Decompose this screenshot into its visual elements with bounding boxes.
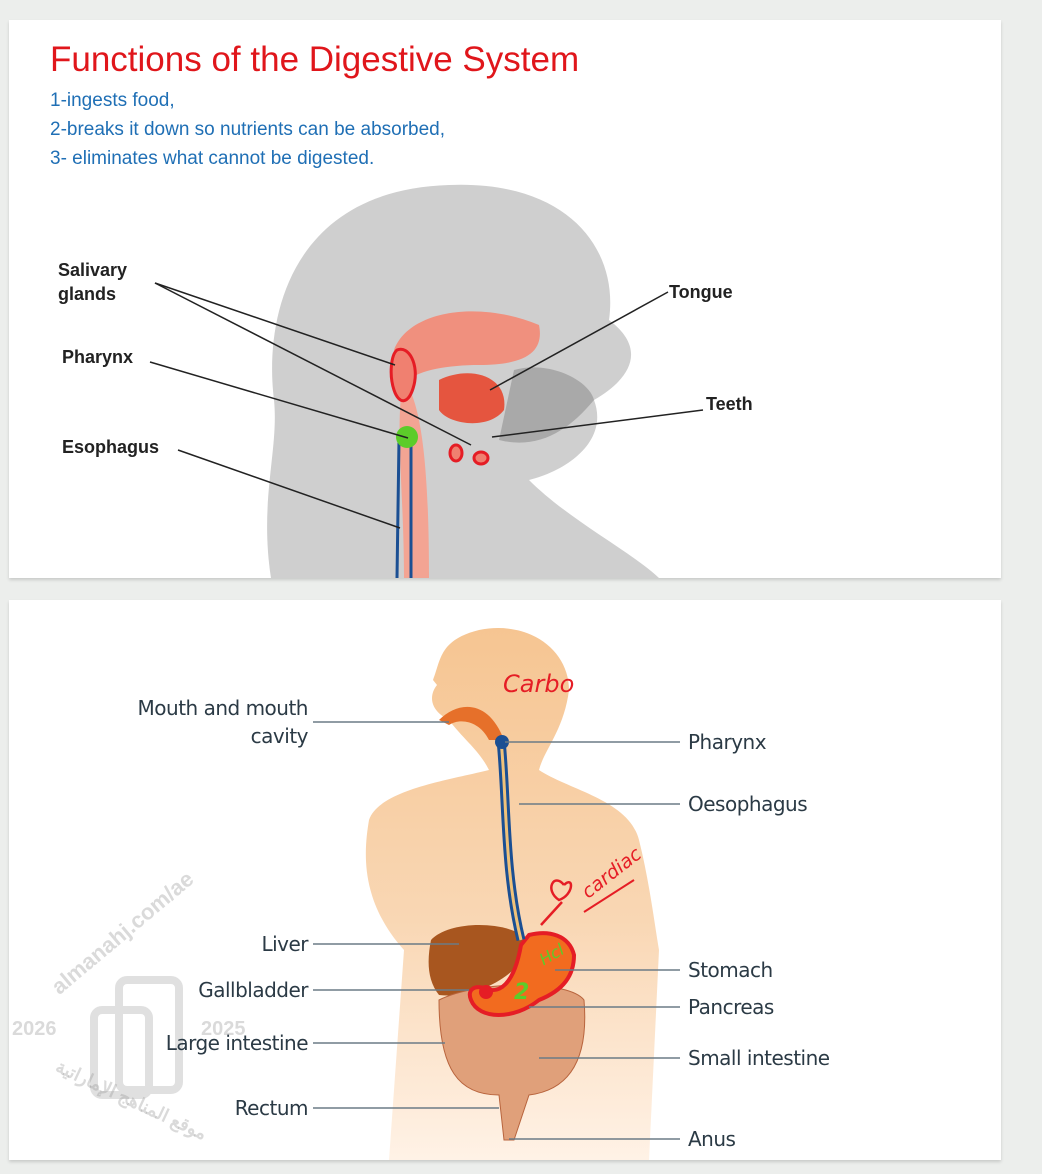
liver-shape — [428, 925, 529, 996]
function-point: 3- eliminates what cannot be digested. — [50, 148, 375, 169]
label-rectum: Rectum — [234, 1096, 309, 1120]
label-gallbladder: Gallbladder — [198, 978, 308, 1002]
label-pharynx: Pharynx — [62, 347, 134, 367]
label-esophagus: Esophagus — [62, 437, 160, 457]
label-teeth: Teeth — [706, 394, 753, 414]
watermark-logo — [90, 976, 183, 1099]
mouth-cavity — [439, 706, 504, 740]
label-pancreas: Pancreas — [688, 995, 774, 1019]
label-stomach: Stomach — [688, 958, 773, 982]
label-tongue: Tongue — [669, 282, 733, 302]
heart-drawing — [550, 879, 573, 902]
pharynx-dot — [495, 735, 509, 749]
label-pharynx: Pharynx — [688, 730, 767, 754]
slide-title: Functions of the Digestive System — [50, 40, 580, 79]
watermark-year: 2025 — [201, 1018, 246, 1040]
face-shadow — [499, 367, 594, 443]
label-oesophagus: Oesophagus — [688, 792, 808, 816]
tongue-shape — [439, 373, 505, 424]
label-mouth: Mouth and mouth cavity — [137, 696, 309, 748]
head-diagram — [149, 184, 704, 578]
salivary-outline — [389, 347, 417, 403]
label-small-intestine: Small intestine — [688, 1046, 830, 1070]
function-point: 2-breaks it down so nutrients can be abs… — [50, 119, 446, 140]
label-large-intestine: Large intestine — [165, 1031, 309, 1055]
body-diagram — [90, 628, 680, 1160]
watermark-year: 2026 — [12, 1018, 57, 1040]
label-liver: Liver — [261, 932, 308, 956]
label-salivary-glands: Salivary glands — [58, 260, 128, 304]
slide-digestive-tract: Mouth and mouth cavity Liver Gallbladder… — [9, 600, 1001, 1160]
label-anus: Anus — [688, 1127, 736, 1151]
annotation-carbo: Carbo — [503, 670, 575, 698]
function-point: 1-ingests food, — [50, 90, 175, 111]
nasal-cavity — [394, 311, 540, 380]
esophagus-tube — [395, 439, 413, 578]
slide-functions: Functions of the Digestive System 1-inge… — [9, 20, 1001, 578]
annotation-two: 2 — [514, 980, 530, 1005]
